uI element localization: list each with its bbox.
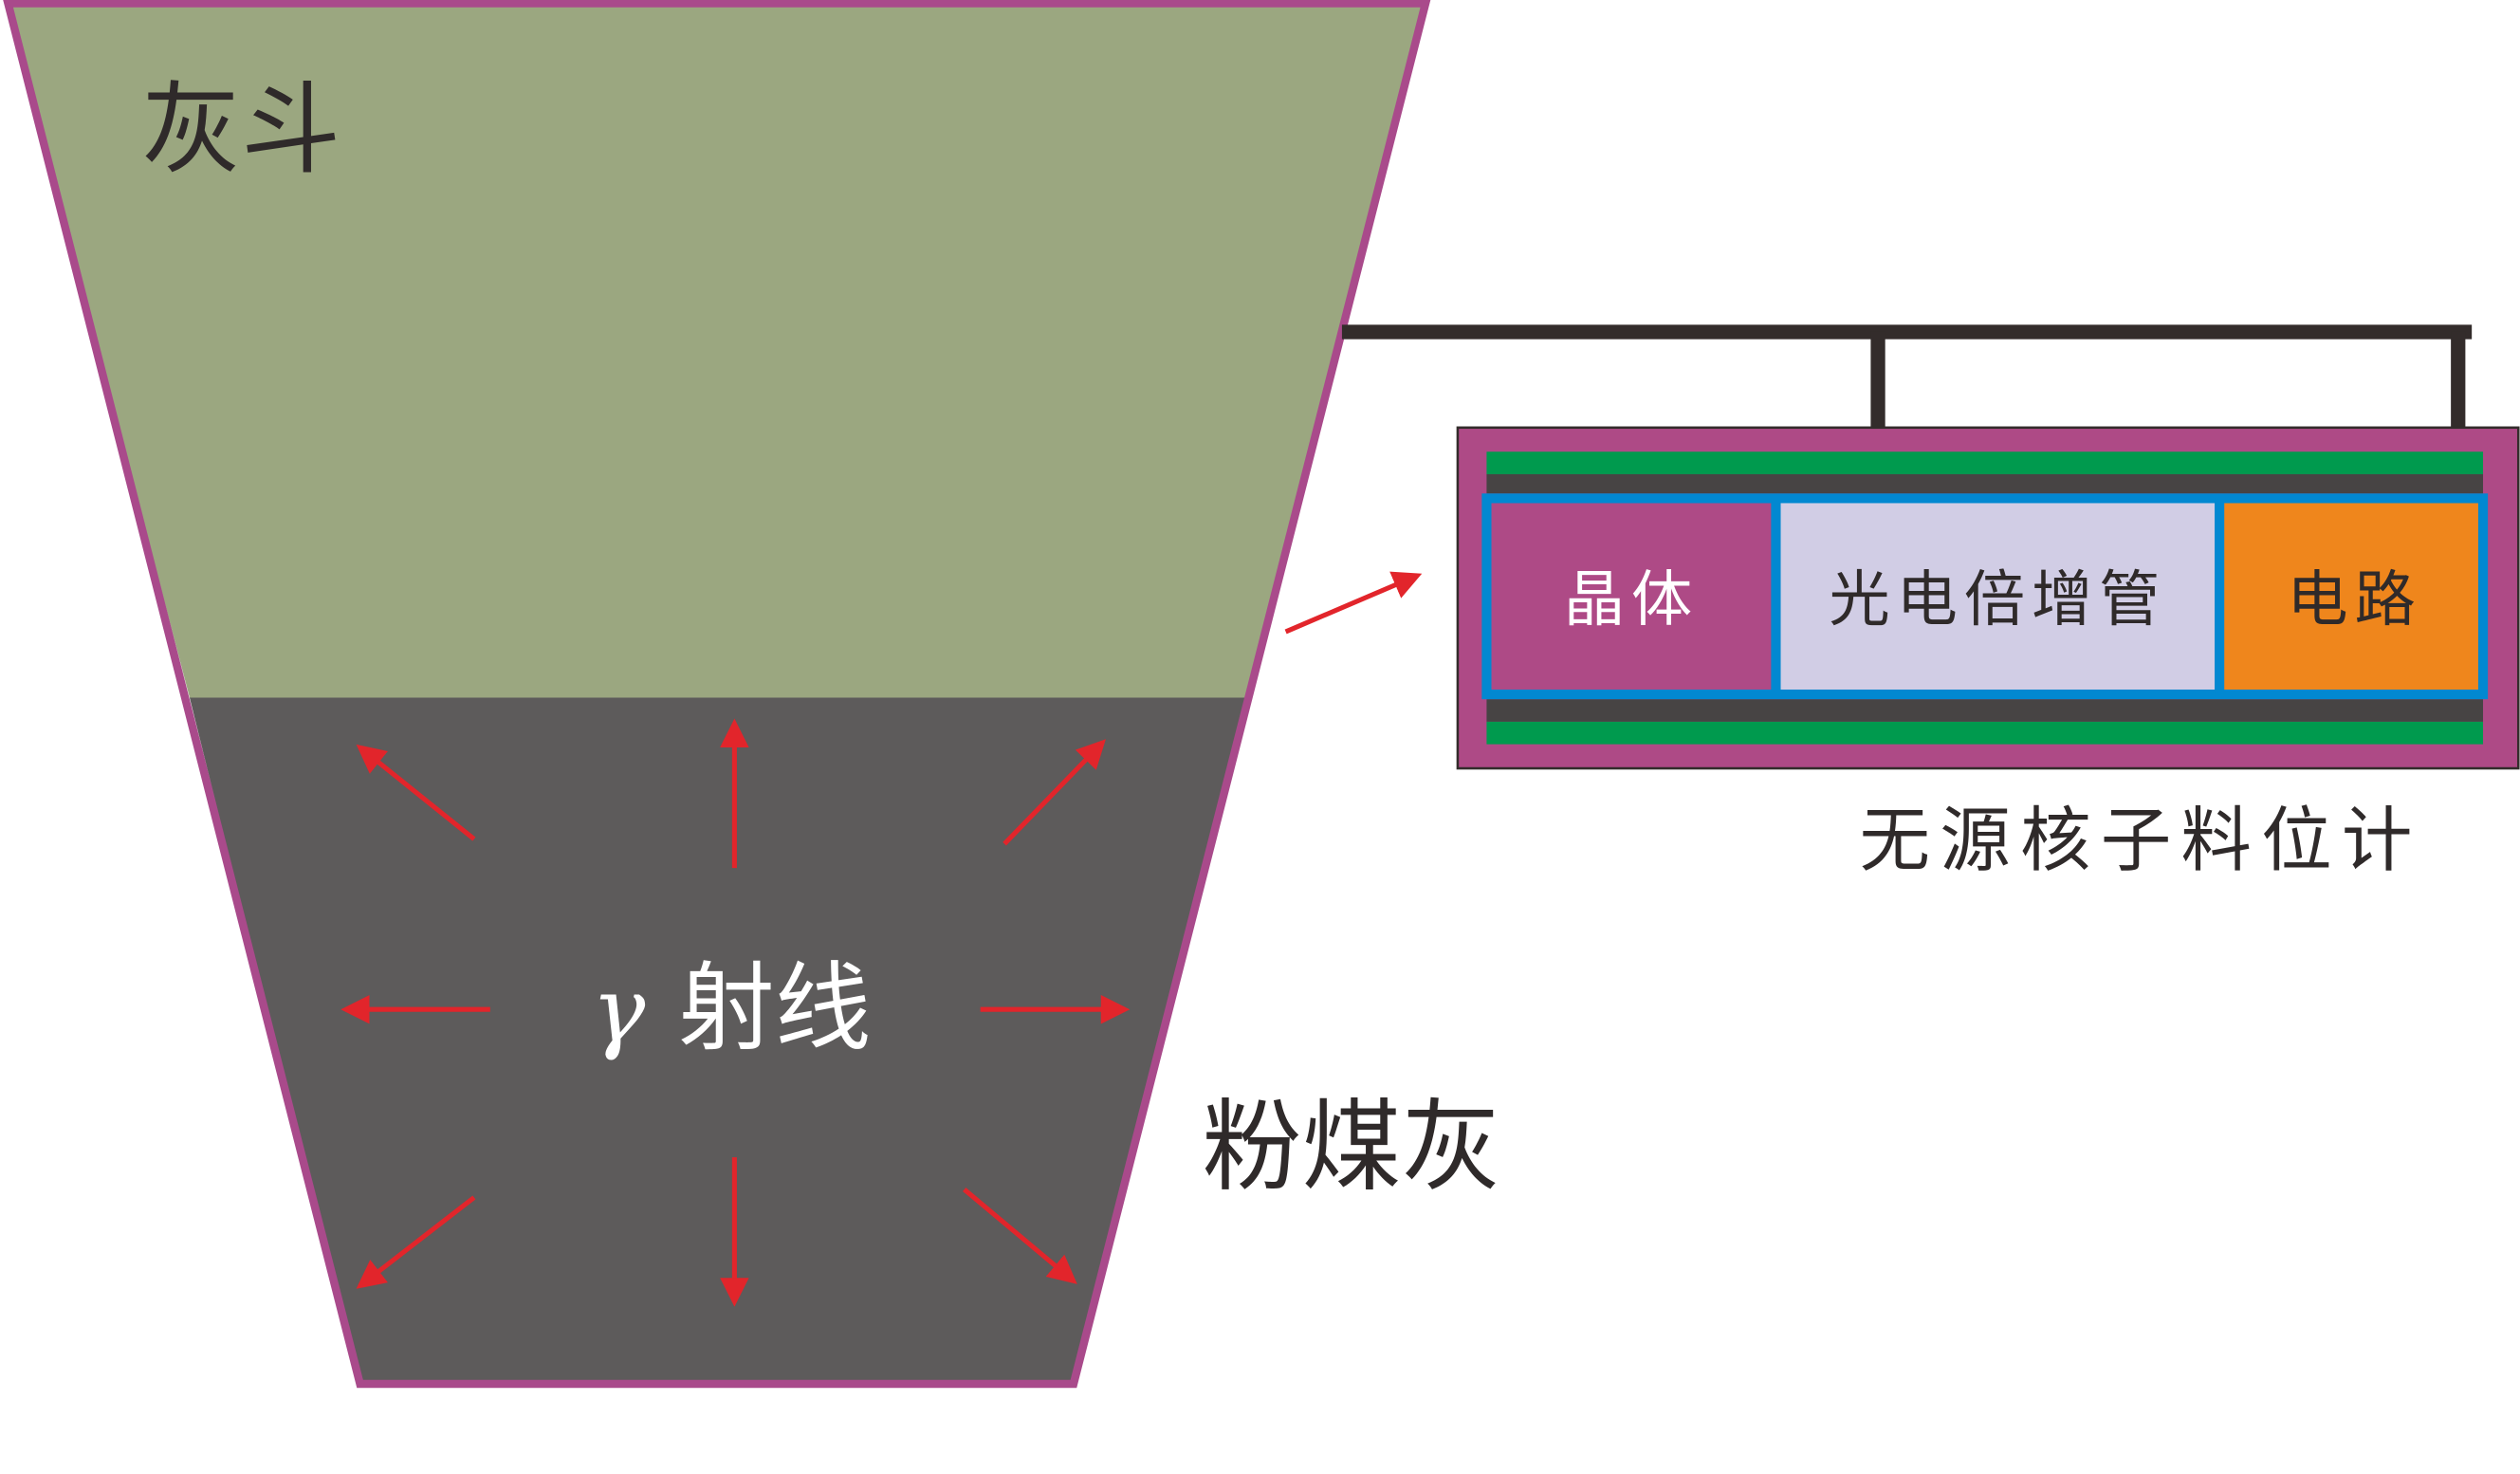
hopper-outline [3, 0, 1431, 1389]
circuit-label: 电路 [2287, 564, 2421, 636]
hopper-label: 灰斗 [141, 71, 340, 188]
shield-top-dark [1486, 473, 2484, 494]
pmt-cell [1775, 500, 2220, 693]
arrow-to-detector [1284, 571, 1423, 635]
gamma-rays-label: 射线 [678, 952, 871, 1064]
radiation-arrows [340, 571, 1423, 1307]
shield-top-green [1486, 451, 2484, 474]
circuit-cell [2219, 500, 2484, 693]
crystal-cell [1488, 500, 1776, 693]
fly-ash-label: 粉煤灰 [1202, 1089, 1500, 1206]
arrow-down-left [356, 1195, 476, 1289]
shield-bottom-green [1486, 721, 2484, 745]
mounting-bracket [1341, 324, 2473, 428]
gamma-symbol: γ [592, 959, 646, 1063]
ash-hopper [3, 0, 1431, 1389]
hopper-empty-region [8, 3, 1426, 698]
crystal-label: 晶体 [1564, 564, 1699, 636]
pmt-label: 光电倍增管 [1829, 564, 2166, 636]
arrow-up-right [1002, 739, 1106, 846]
arrow-down-right [963, 1188, 1077, 1284]
device-label: 无源核子料位计 [1860, 800, 2422, 882]
nuclear-level-gauge: 晶体 光电倍增管 电路 [1456, 426, 2520, 770]
arrow-up-left [356, 744, 476, 841]
shield-bottom-dark [1486, 699, 2484, 722]
